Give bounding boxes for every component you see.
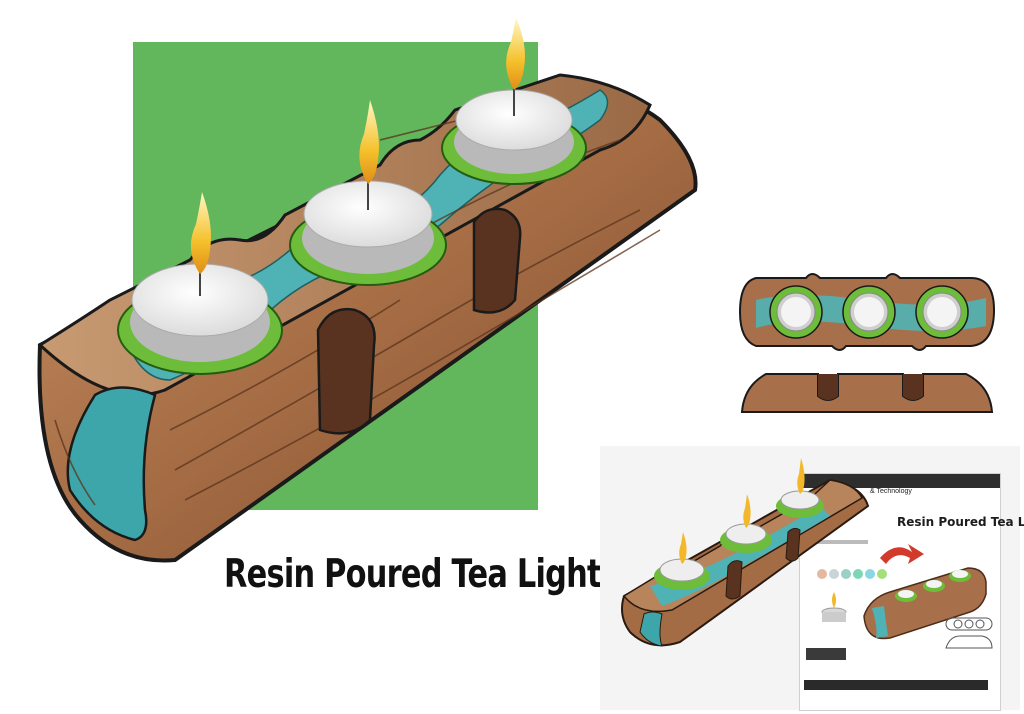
flame-icon bbox=[359, 100, 379, 184]
red-arrow-icon bbox=[880, 544, 924, 564]
screen-product-photo bbox=[863, 567, 987, 640]
color-swatches bbox=[817, 569, 887, 579]
screen-brand-text: & Technology bbox=[870, 488, 912, 495]
top-view-diagram bbox=[738, 273, 996, 351]
small-tea-light-1 bbox=[654, 532, 710, 590]
tea-light-3 bbox=[441, 18, 587, 185]
play-icon[interactable] bbox=[806, 648, 846, 660]
flame-icon bbox=[190, 192, 211, 274]
flame-icon bbox=[797, 458, 805, 494]
product-title: Resin Poured Tea Light bbox=[224, 552, 602, 597]
screen-bottom-bar bbox=[804, 680, 988, 690]
flame-icon bbox=[743, 494, 751, 528]
side-view-diagram bbox=[740, 373, 994, 413]
screen-content bbox=[808, 540, 993, 649]
screen-heading: Resin Poured Tea Ligh bbox=[897, 515, 1024, 529]
screen-candle bbox=[821, 592, 847, 622]
resin-river-front bbox=[66, 386, 157, 542]
flame-icon bbox=[506, 18, 525, 90]
top-view-candle-1 bbox=[769, 285, 823, 339]
flame-icon bbox=[679, 532, 687, 564]
main-tea-light-illustration bbox=[37, 18, 698, 563]
finger-slot-1 bbox=[316, 307, 376, 435]
small-product-photo bbox=[621, 458, 870, 647]
tea-light-1 bbox=[117, 192, 283, 375]
top-view-candle-3 bbox=[915, 285, 969, 339]
finger-slot-2 bbox=[472, 207, 522, 314]
small-tea-light-2 bbox=[720, 494, 772, 553]
top-view-candle-2 bbox=[842, 285, 896, 339]
tea-light-2 bbox=[289, 100, 447, 286]
screen-mini-diagrams bbox=[945, 617, 993, 649]
small-tea-light-3 bbox=[776, 458, 824, 518]
